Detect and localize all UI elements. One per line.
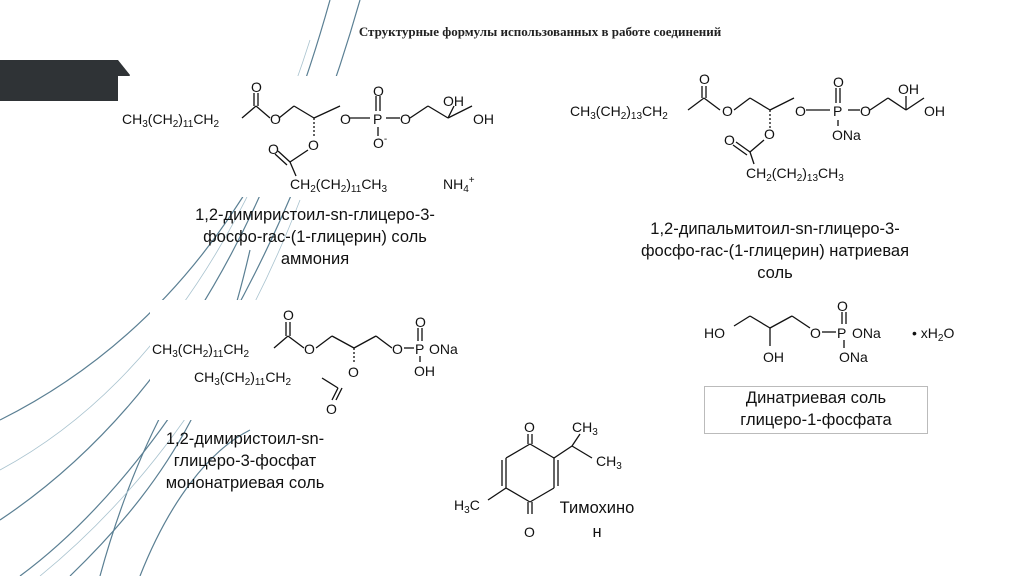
methyl-text: CH3 <box>596 453 622 472</box>
slide-title: Структурные формулы использованных в раб… <box>358 24 722 39</box>
atom-o: O <box>415 314 426 330</box>
formula-labels: CH3(CH2)13CH2 O O O P O ONa O OH OH O O … <box>570 71 945 184</box>
atom-o: O <box>283 307 294 323</box>
atom-o: O <box>724 132 735 148</box>
atom-o: O <box>268 141 279 157</box>
atom-o: O <box>837 298 848 314</box>
atom-o: O <box>699 71 710 87</box>
caption-dmpg: 1,2-димиристоил-sn-глицеро-3- фосфо-rac-… <box>195 206 435 268</box>
atom-o: O <box>304 341 315 357</box>
atom-p: P <box>415 341 424 357</box>
atom-o: O <box>348 364 359 380</box>
structure-dmpa: CH3(CH2)11CH2 O O O P O ONa OH CH3(CH2)1… <box>152 307 458 417</box>
atom-o: O <box>308 137 319 153</box>
structure-dmpg: CH3(CH2)11CH2 O O O P O O- O OH OH O O C… <box>122 79 494 195</box>
chain-1-text: CH3(CH2)11CH2 <box>152 341 250 360</box>
atom-o: O <box>860 103 871 119</box>
atom-o: O <box>326 401 337 417</box>
methyl-text: CH3 <box>572 419 598 438</box>
structure-panel-g1p: HO OH O P O ONa ONa • xH2O <box>700 294 978 372</box>
atom-ona: ONa <box>852 325 881 341</box>
structure-thymoquinone: O O CH3 CH3 H3C <box>454 419 622 540</box>
atom-oh: OH <box>473 111 494 127</box>
atom-o: O <box>833 74 844 90</box>
chain-2-text: CH3(CH2)11CH2 <box>194 369 292 388</box>
counterion-text: NH4+ <box>443 175 475 195</box>
atom-oh: OH <box>443 93 464 109</box>
formula-labels: CH3(CH2)11CH2 O O O P O O- O OH OH O O C… <box>122 79 494 195</box>
chain-1-text: CH3(CH2)11CH2 <box>122 111 220 130</box>
formula-labels: HO OH O P O ONa ONa • xH2O <box>704 298 954 365</box>
atom-o: O <box>270 111 281 127</box>
atom-p: P <box>373 111 382 127</box>
atom-ho: HO <box>704 325 725 341</box>
structure-panel-dmpa: CH3(CH2)11CH2 O O O P O ONa OH CH3(CH2)1… <box>150 300 478 420</box>
atom-oh: OH <box>763 349 784 365</box>
atom-o: O <box>251 79 262 95</box>
atom-o: O <box>795 103 806 119</box>
atom-ona: ONa <box>839 349 868 365</box>
atom-oh: OH <box>414 363 435 379</box>
atom-p: P <box>833 103 842 119</box>
atom-o: O <box>340 111 351 127</box>
formula-labels: CH3(CH2)11CH2 O O O P O ONa OH CH3(CH2)1… <box>152 307 458 417</box>
caption-thymoquinone: Тимохино н <box>559 499 635 541</box>
atom-p: P <box>837 325 846 341</box>
structure-dppg: CH3(CH2)13CH2 O O O P O ONa O OH OH O O … <box>570 71 945 184</box>
formula-labels: O O CH3 CH3 H3C <box>454 419 622 540</box>
atom-o: O <box>524 419 535 435</box>
atom-o: O <box>524 524 535 540</box>
hydrate-text: • xH2O <box>912 325 954 344</box>
caption-g1p: Динатриевая соль глицеро-1-фосфата <box>704 386 928 434</box>
methyl-text: H3C <box>454 497 480 516</box>
atom-o-minus: O- <box>373 134 387 151</box>
atom-ona: ONa <box>429 341 458 357</box>
atom-o: O <box>392 341 403 357</box>
atom-o: O <box>764 126 775 142</box>
structure-g1p: HO OH O P O ONa ONa • xH2O <box>704 298 954 365</box>
atom-o: O <box>722 103 733 119</box>
caption-dppg: 1,2-дипальмитоил-sn-глицеро-3- фосфо-rac… <box>640 220 910 282</box>
structure-panel-dppg: CH3(CH2)13CH2 O O O P O ONa O OH OH O O … <box>566 68 972 186</box>
atom-o: O <box>373 83 384 99</box>
atom-oh: OH <box>898 81 919 97</box>
accent-bar <box>0 60 130 101</box>
chain-2-text: CH2(CH2)13CH3 <box>746 165 844 184</box>
chain-1-text: CH3(CH2)13CH2 <box>570 103 668 122</box>
atom-oh: OH <box>924 103 945 119</box>
structure-panel-dmpg: CH3(CH2)11CH2 O O O P O O- O OH OH O O C… <box>118 76 510 197</box>
atom-o: O <box>810 325 821 341</box>
atom-ona: ONa <box>832 127 861 143</box>
structure-panel-thymoquinone: O O CH3 CH3 H3C Тимохино н <box>446 410 638 548</box>
caption-dmpa: 1,2-димиристоил-sn- глицеро-3-фосфат мон… <box>165 430 325 492</box>
atom-o: O <box>400 111 411 127</box>
chain-2-text: CH2(CH2)11CH3 <box>290 176 388 195</box>
